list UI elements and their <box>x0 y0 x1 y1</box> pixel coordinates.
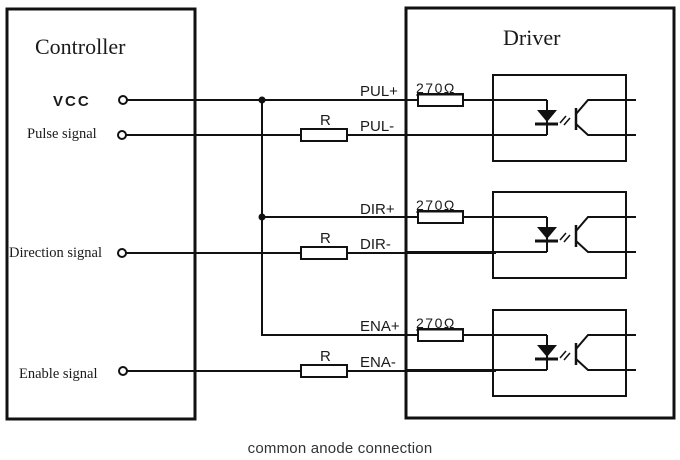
dir-led-diode-icon <box>537 227 557 239</box>
caption: common anode connection <box>247 440 433 457</box>
pul-phototransistor-collector <box>575 99 636 115</box>
pul-led-diode-icon <box>537 110 557 122</box>
dir-270-resistor-label: 270Ω <box>416 197 456 213</box>
vcc-terminal <box>118 95 128 105</box>
dir-optocoupler-box <box>492 191 627 279</box>
series-resistor-ena-label: R <box>320 348 331 365</box>
controller-box <box>5 7 197 421</box>
junction-dot <box>258 213 266 221</box>
pul-light-arrow-icon <box>559 115 567 124</box>
enable-terminal <box>118 366 128 376</box>
ena-light-arrow-icon <box>559 350 567 359</box>
ena-phototransistor-emitter <box>575 358 636 371</box>
ena-light-arrow-icon <box>563 352 571 361</box>
series-resistor-dir <box>300 246 348 260</box>
dir-plus-label: DIR+ <box>360 201 395 218</box>
series-resistor-pul <box>300 128 348 142</box>
pul-270-resistor-label: 270Ω <box>416 80 456 96</box>
ena-phototransistor-collector <box>575 334 636 350</box>
series-resistor-ena <box>300 364 348 378</box>
driver-title: Driver <box>503 25 561 50</box>
vcc-bus <box>261 100 420 336</box>
dir-phototransistor-emitter <box>575 240 636 253</box>
dir-minus-label: DIR- <box>360 236 391 253</box>
driver-box <box>404 6 676 420</box>
pul-phototransistor-emitter <box>575 123 636 136</box>
pulse-signal-label: Pulse signal <box>27 126 97 142</box>
pul-optocoupler-box <box>492 74 627 162</box>
direction-terminal <box>117 248 127 258</box>
ena-minus-label: ENA- <box>360 354 396 371</box>
ena-led-diode-icon <box>537 345 557 357</box>
junction-dot <box>258 96 266 104</box>
ena-optocoupler-box <box>492 309 627 397</box>
dir-light-arrow-icon <box>559 232 567 241</box>
vcc-label: VCC <box>53 93 91 110</box>
ena-270-resistor-label: 270Ω <box>416 315 456 331</box>
series-resistor-dir-label: R <box>320 230 331 247</box>
direction-signal-label: Direction signal <box>9 245 102 261</box>
pul-plus-label: PUL+ <box>360 83 398 100</box>
series-resistor-pul-label: R <box>320 112 331 129</box>
dir-phototransistor-collector <box>575 216 636 232</box>
pul-light-arrow-icon <box>563 117 571 126</box>
controller-title: Controller <box>35 34 126 59</box>
enable-signal-label: Enable signal <box>19 366 98 382</box>
ena-plus-label: ENA+ <box>360 318 400 335</box>
pulse-terminal <box>117 130 127 140</box>
pul-minus-label: PUL- <box>360 118 394 135</box>
dir-light-arrow-icon <box>563 234 571 243</box>
